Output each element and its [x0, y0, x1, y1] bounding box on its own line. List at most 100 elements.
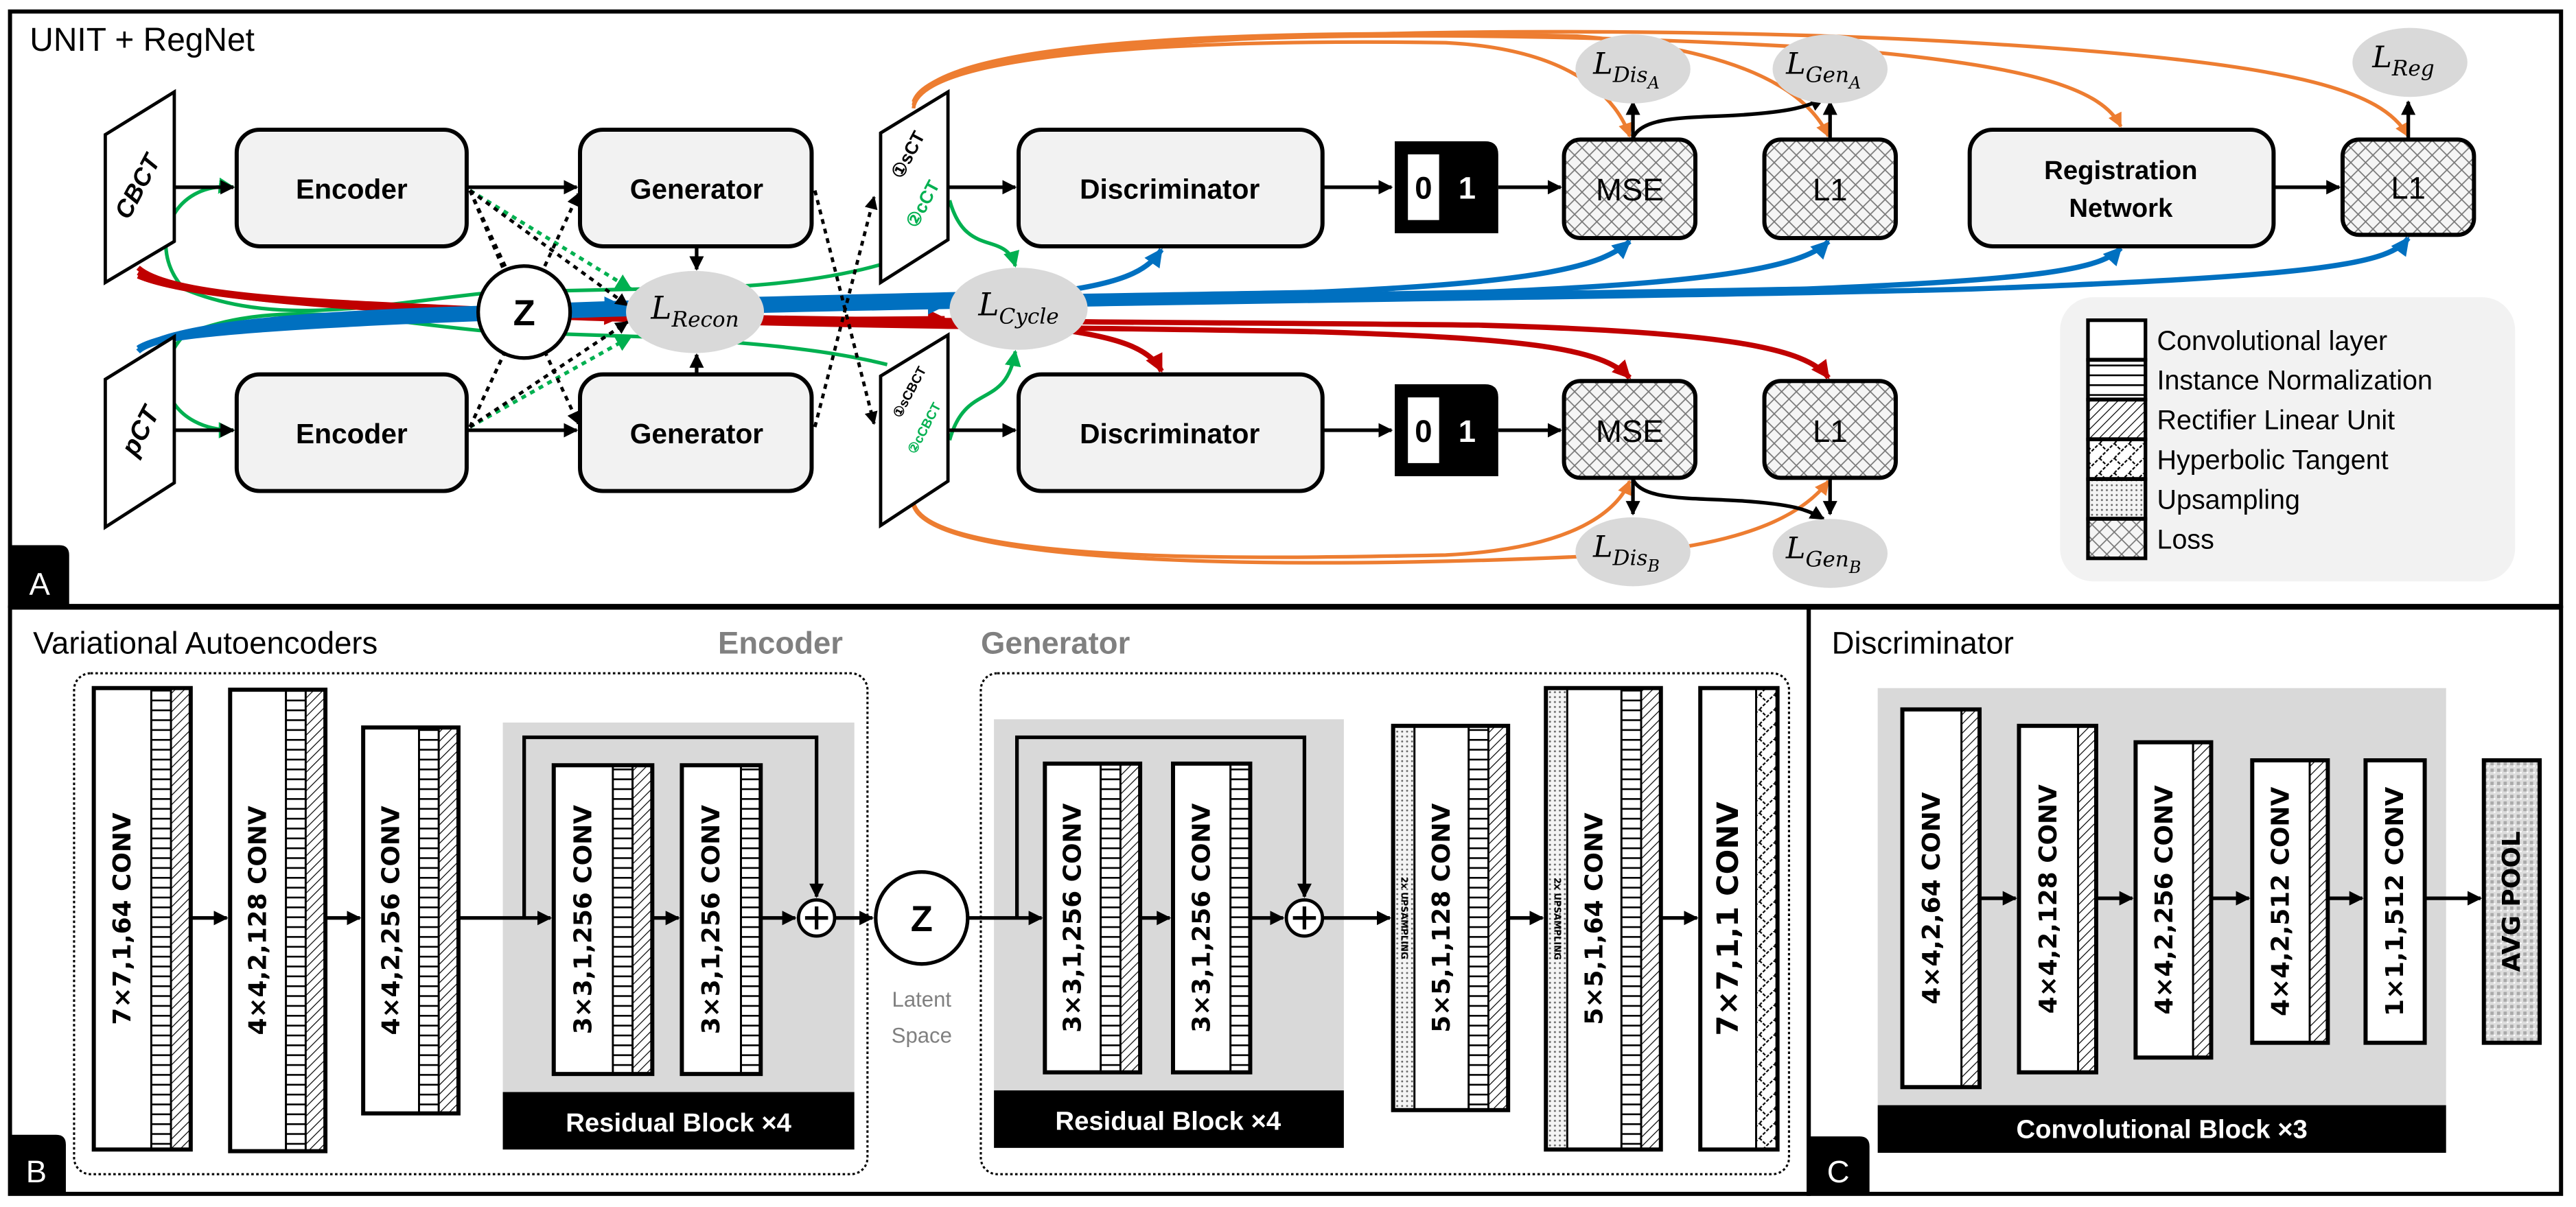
green-arrow-sbottom-to-cycle: [947, 349, 1021, 441]
mse-b-label: MSE: [1596, 414, 1664, 449]
latent-z-a-label: Z: [513, 293, 535, 333]
loss-sub-subscript: B: [1848, 558, 1861, 577]
orange-flow-to-l1-a: [912, 32, 1831, 138]
loss-sub-subscript: A: [1848, 73, 1861, 93]
l1-reg: L1: [2340, 137, 2476, 237]
discriminator-layer-2: 4×4,2,128 CONV: [2017, 723, 2098, 1075]
loss-cycle: LCycle: [949, 268, 1088, 350]
legend-swatch-in: [2086, 358, 2148, 401]
output-b-scbct-ccbct: ①sCBCT ②cCBCT: [879, 331, 950, 529]
encoder-residual-label: Residual Block ×4: [566, 1108, 791, 1138]
legend-swatch-tanh: [2086, 437, 2148, 481]
relu-layer: [2192, 741, 2212, 1059]
relu-layer: [2308, 759, 2329, 1044]
panel-a-label: A: [30, 566, 51, 601]
discriminator-layer-1: 4×4,2,64 CONV: [1900, 707, 1982, 1090]
loss-symbol: L: [1592, 47, 1613, 82]
loss-symbol: L: [1592, 530, 1613, 564]
generator-dotted-group: [979, 672, 1790, 1175]
instance-norm-layer: [1100, 762, 1122, 1074]
svg-text:LCycle: LCycle: [977, 286, 1058, 329]
panel-b-title: Variational Autoencoders: [33, 625, 378, 660]
discriminator-layer-5-label: 1×1,1,512 CONV: [2381, 787, 2409, 1016]
loss-cycle-sub: Cycle: [999, 304, 1059, 329]
legend-label: Hyperbolic Tangent: [2157, 445, 2389, 475]
generator-a: Generator: [578, 128, 814, 248]
legend-swatch-conv: [2086, 318, 2148, 362]
loss-cycle-main: L: [977, 286, 999, 323]
legend-swatch-loss: [2086, 517, 2148, 561]
legend-label: Loss: [2157, 524, 2214, 554]
encoder-residual-conv-2: 3×3,1,256 CONV: [680, 763, 763, 1077]
discriminator-b: Discriminator: [1017, 372, 1325, 493]
discriminator-layer-3: 4×4,2,256 CONV: [2133, 740, 2214, 1060]
loss-subscript: Dis: [1612, 546, 1648, 570]
mse-a-label: MSE: [1596, 172, 1664, 207]
discriminator-layer-2-label: 4×4,2,128 CONV: [2034, 784, 2063, 1013]
loss-sub-subscript: A: [1647, 73, 1660, 93]
legend-item-tanh: Hyperbolic Tangent: [2086, 437, 2389, 481]
loss-recon-main: L: [650, 290, 671, 326]
loss-dis-b: LDisB: [1575, 517, 1691, 587]
generator-layer-3-label: 7×7,1,1 CONV: [1711, 801, 1745, 1036]
svg-text:LGenB: LGenB: [1785, 532, 1861, 578]
discriminator-layer-3-label: 4×4,2,256 CONV: [2150, 785, 2179, 1014]
conv-layer: [1413, 725, 1470, 1112]
output-a-sct-cct: ①sCT ②cCT: [879, 89, 950, 285]
legend-label: Convolutional layer: [2157, 326, 2388, 356]
instance-norm-layer: [612, 764, 634, 1075]
svg-text:LGenA: LGenA: [1785, 47, 1861, 93]
panel-b-label: B: [26, 1154, 47, 1189]
score-b-zero: 0: [1415, 414, 1432, 449]
pct-flows-blue: [136, 236, 2411, 354]
dotted-generator-a-to-output-b: [813, 190, 878, 425]
panel-c-title: Discriminator: [1832, 625, 2014, 660]
legend-label: Upsampling: [2157, 484, 2300, 515]
score-b: 0 1: [1395, 384, 1498, 477]
legend-item-loss: Loss: [2086, 517, 2214, 561]
loss-subscript: Gen: [1806, 63, 1849, 88]
legend-swatch-relu: [2086, 397, 2148, 441]
instance-norm-layer: [150, 687, 172, 1151]
panel-c-label-badge: [1809, 1136, 1870, 1194]
encoder-residual-conv-1-label: 3×3,1,256 CONV: [569, 805, 597, 1034]
instance-norm-layer: [1467, 725, 1489, 1112]
avg-pool-layer: AVG POOL: [2481, 758, 2542, 1045]
encoder-residual-conv-1: 3×3,1,256 CONV: [551, 763, 655, 1077]
discriminator-layer-5: 1×1,1,512 CONV: [2363, 758, 2427, 1045]
main-arrows: [174, 97, 2416, 521]
svg-text:LDisA: LDisA: [1592, 47, 1660, 93]
svg-text:LDisB: LDisB: [1592, 530, 1660, 576]
instance-norm-layer: [1229, 762, 1251, 1074]
upsampling-label: 2x UPSAMPLING: [1399, 877, 1409, 959]
green-dotted-encoder-b-to-recon: [469, 335, 633, 429]
loss-gen-a: LGenA: [1772, 34, 1888, 104]
discriminator-layer-4: 4×4,2,512 CONV: [2250, 758, 2330, 1045]
loss-subscript: Reg: [2391, 56, 2435, 81]
discriminator-a: Discriminator: [1017, 128, 1325, 248]
green-arrow-cbct-to-encoder: [164, 177, 235, 290]
generator-residual-conv-1: 3×3,1,256 CONV: [1043, 761, 1143, 1075]
conv-layer: [1172, 762, 1232, 1074]
legend-label: Rectifier Linear Unit: [2157, 406, 2395, 436]
panel-b-label-badge: [10, 1134, 66, 1194]
panel-a-label-badge: [10, 545, 69, 607]
relu-layer: [170, 687, 192, 1151]
svg-text:LReg: LReg: [2371, 40, 2434, 81]
conv-layer: [2365, 759, 2426, 1044]
instance-norm-layer: [1620, 687, 1643, 1151]
panel-b-arrows: [190, 735, 1699, 926]
relu-layer: [631, 764, 653, 1075]
generator-layer-3: 7×7,1,1 CONV: [1698, 685, 1780, 1152]
encoder-layer-2: 4×4,2,128 CONV: [228, 688, 328, 1153]
loss-symbol: L: [1785, 47, 1806, 82]
encoder-a: Encoder: [234, 128, 469, 248]
latent-caption-line1: Latent: [892, 987, 952, 1011]
encoder-layer-1: 7×7,1,64 CONV: [91, 685, 193, 1152]
tanh-layer: [1755, 687, 1779, 1151]
l1-reg-label: L1: [2391, 171, 2426, 206]
encoder-layer-1-label: 7×7,1,64 CONV: [108, 812, 137, 1024]
legend-item-up: Upsampling: [2086, 477, 2300, 521]
